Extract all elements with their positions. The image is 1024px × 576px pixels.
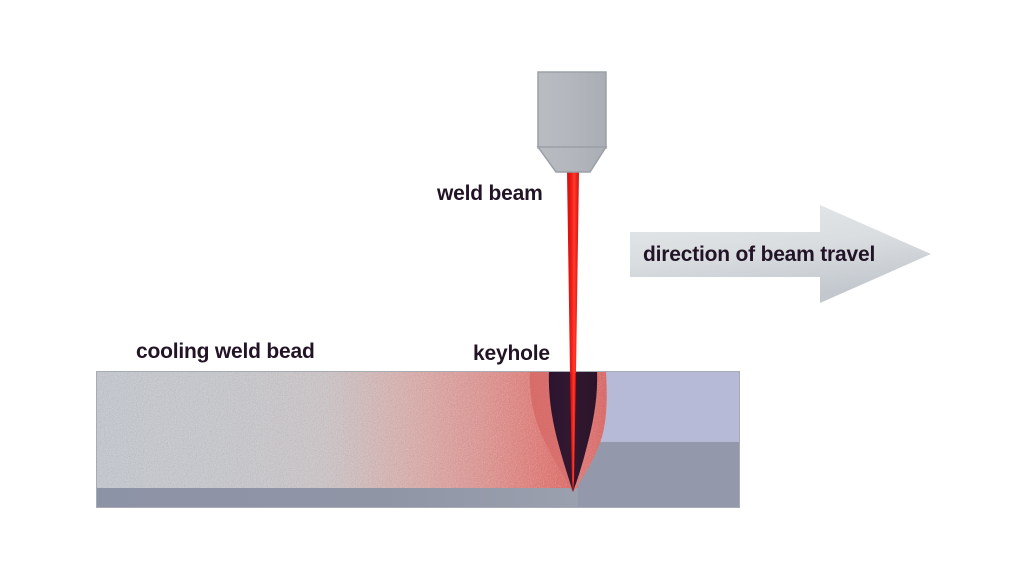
emitter-nozzle xyxy=(536,146,608,173)
solidification-front xyxy=(529,371,573,492)
beam-emitter-head xyxy=(536,71,608,173)
beam-inside-keyhole xyxy=(570,371,576,492)
label-cooling-weld-bead: cooling weld bead xyxy=(136,340,315,363)
weld-beam-ray xyxy=(567,170,579,373)
workpiece-plate xyxy=(96,371,740,508)
plate-bottom-strip xyxy=(96,488,578,508)
direction-arrow xyxy=(630,205,931,303)
label-weld-beam: weld beam xyxy=(437,182,543,205)
cooling-weld-bead-body xyxy=(96,371,578,488)
label-keyhole: keyhole xyxy=(473,342,550,365)
label-direction-of-beam-travel: direction of beam travel xyxy=(643,243,876,266)
emitter-body xyxy=(537,71,607,149)
